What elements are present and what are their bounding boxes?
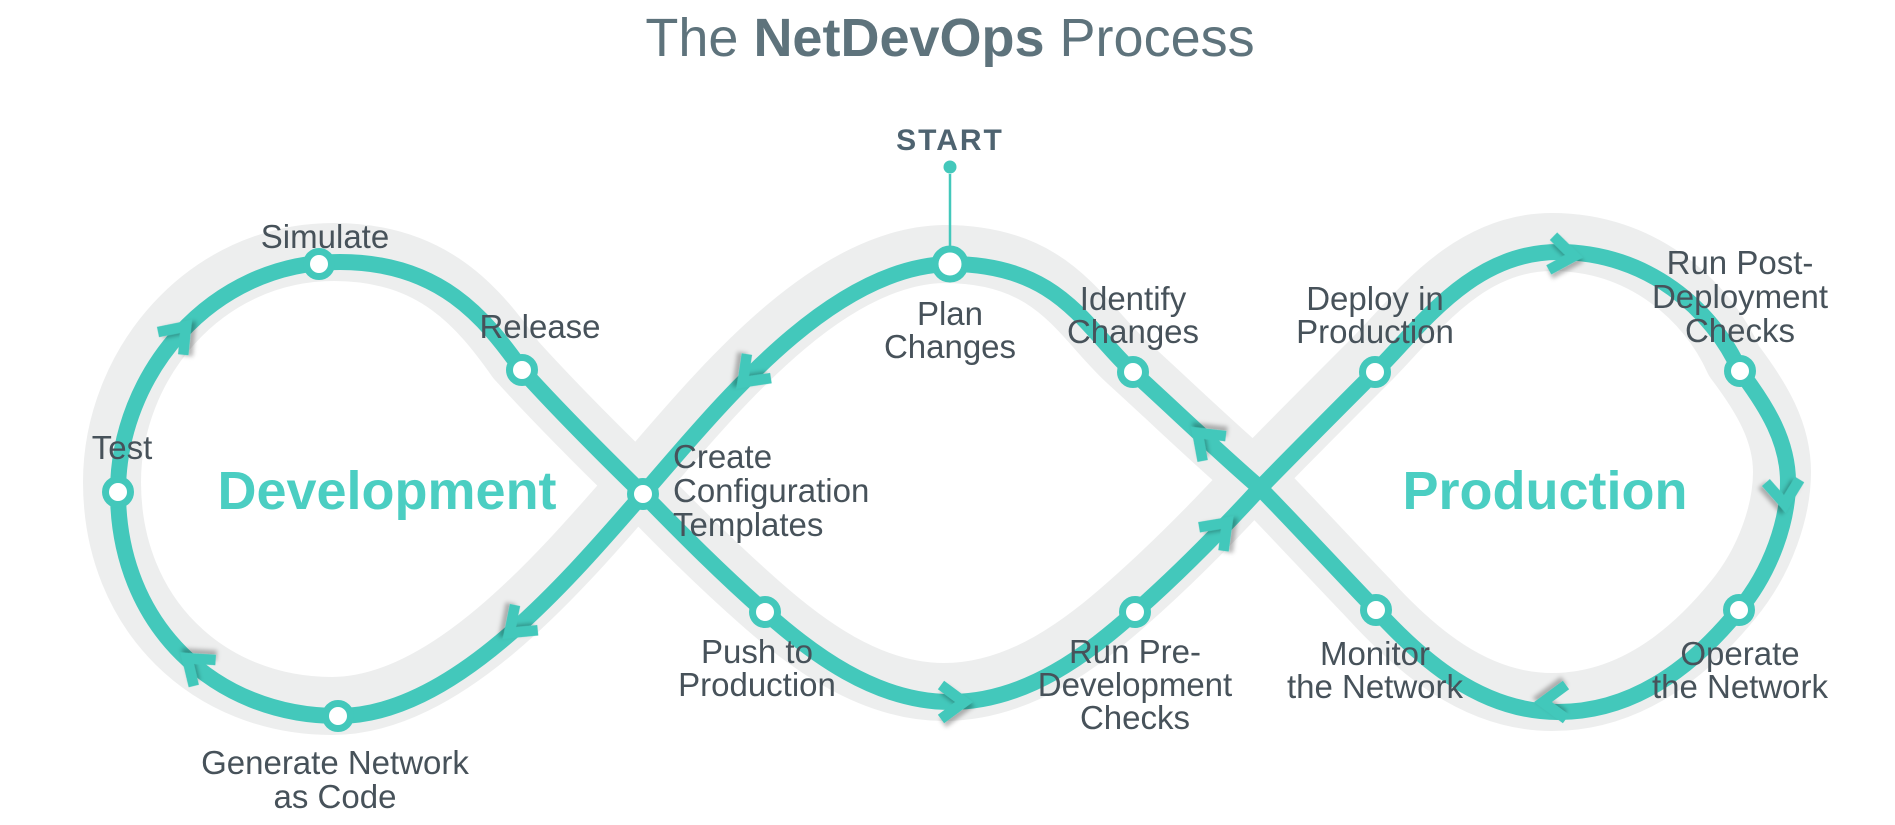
flow-arrows [156,232,1805,724]
node-plan-changes [931,245,969,283]
node-run-post-deployment-checks [1724,355,1756,387]
node-monitor-the-network [1360,594,1392,626]
label-simulate: Simulate [261,218,389,255]
node-identify-changes [1117,356,1149,388]
region-label-development: Development [217,461,556,521]
arrow-push-to-runpre-icon [937,680,973,724]
node-simulate [303,248,335,280]
arrow-deploy-to-runpost-icon [1546,232,1583,275]
arrow-create-to-generate-icon [502,603,539,639]
label-release: Release [479,308,600,345]
node-operate-the-network [1723,594,1755,626]
arrow-operate-to-monitor-icon [1534,680,1570,724]
start-dot [943,160,957,174]
arrow-generate-to-test-icon [180,652,216,688]
page-title: The NetDevOps Process [645,8,1254,68]
label-test: Test [92,429,153,466]
arrow-monitor-to-identify-icon [1190,426,1227,462]
start-label: START [896,124,1004,157]
node-deploy-in-production [1359,356,1391,388]
node-create-configuration-templates [627,478,659,510]
region-label-production: Production [1403,461,1688,521]
arrow-runpre-to-deploy-icon [1198,516,1234,552]
arrow-plan-to-create-icon [736,353,772,389]
node-test [102,476,134,508]
node-release [506,354,538,386]
process-nodes [102,245,1756,732]
arrow-test-to-simulate-icon [156,319,192,356]
arrow-runpost-to-operate-icon [1761,476,1805,513]
node-run-pre-development-checks [1119,596,1151,628]
node-push-to-production [749,596,781,628]
node-generate-network-as-code [322,700,354,732]
start-marker: START [896,124,1004,249]
